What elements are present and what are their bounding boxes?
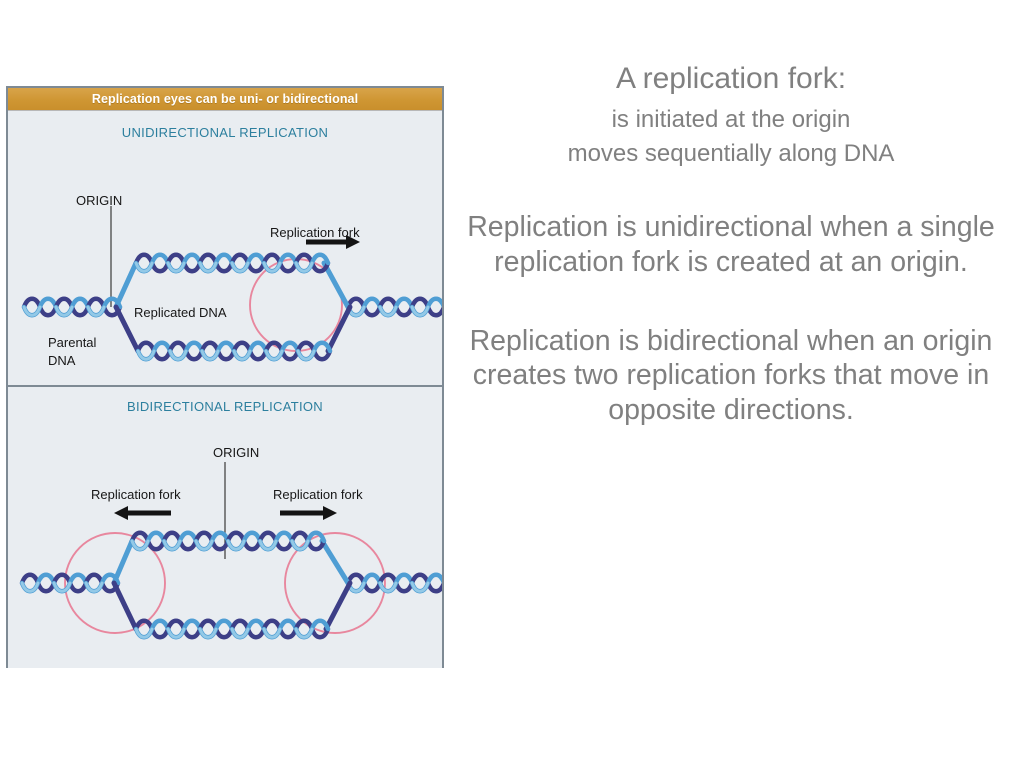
- label-replication-fork-left: Replication fork: [91, 487, 181, 502]
- label-replication-fork-right: Replication fork: [273, 487, 363, 502]
- replication-fork-arrow-right: [306, 235, 360, 249]
- parental-dna-right: [348, 299, 442, 316]
- figure-panel: Replication eyes can be uni- or bidirect…: [6, 86, 444, 668]
- fork-circle-left: [64, 532, 166, 634]
- panel-title-bidirectional: BIDIRECTIONAL REPLICATION: [126, 399, 324, 414]
- replicated-dna-upper-strand: [136, 255, 328, 272]
- text-paragraph-unidirectional: Replication is unidirectional when a sin…: [467, 211, 995, 278]
- replication-fork-arrow-left: [114, 506, 171, 520]
- text-bullet-2: moves sequentially along DNA: [567, 140, 895, 167]
- parental-dna-left: [24, 299, 120, 316]
- label-parental-dna-line2: DNA: [48, 353, 76, 368]
- text-heading: A replication fork:: [615, 62, 847, 95]
- bidirectional-diagram-svg: [8, 462, 442, 668]
- slide-text-column: A replication fork: is initiated at the …: [452, 64, 1010, 428]
- replicated-dna-lower-strand-bi: [136, 621, 328, 638]
- text-bullet-1: is initiated at the origin: [611, 106, 851, 133]
- panel-title-unidirectional: UNIDIRECTIONAL REPLICATION: [121, 125, 329, 140]
- text-paragraph-bidirectional: Replication is bidirectional when an ori…: [469, 324, 993, 427]
- unidirectional-diagram-svg: [8, 206, 442, 385]
- parental-dna-right-bi: [348, 575, 442, 592]
- label-origin-bidirectional: ORIGIN: [213, 445, 260, 460]
- figure-header-bar: Replication eyes can be uni- or bidirect…: [8, 88, 442, 111]
- panel-bidirectional: BIDIRECTIONAL REPLICATION: [8, 387, 442, 668]
- parental-dna-left-bi: [22, 575, 118, 592]
- replicated-dna-upper-strand-bi: [132, 533, 324, 550]
- replication-fork-arrow-right-bi: [280, 506, 337, 520]
- label-origin-unidirectional: ORIGIN: [76, 193, 123, 208]
- label-replication-fork-unidirectional: Replication fork: [270, 225, 360, 240]
- label-parental-dna-line1: Parental: [48, 335, 97, 350]
- fork-circle-right: [284, 532, 386, 634]
- panel-unidirectional: UNIDIRECTIONAL REPLICATION: [8, 111, 442, 387]
- label-replicated-dna: Replicated DNA: [134, 305, 227, 320]
